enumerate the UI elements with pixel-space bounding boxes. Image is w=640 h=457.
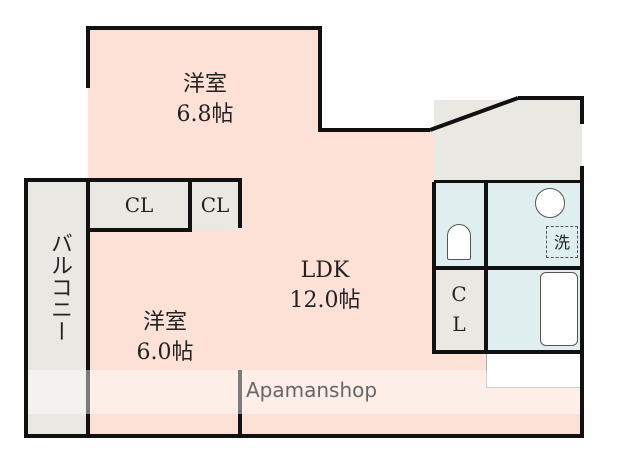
room-western-2 — [88, 230, 240, 435]
western-1-name: 洋室 — [182, 72, 227, 97]
closet-3-label-c: C — [451, 282, 467, 306]
closet-2 — [190, 182, 240, 230]
ldk-size: 12.0帖 — [289, 288, 361, 313]
western-1-size: 6.8帖 — [176, 102, 234, 127]
sink-icon — [535, 188, 565, 218]
ldk-name: LDK — [300, 258, 350, 283]
bathtub-icon — [540, 272, 578, 346]
western-2-name: 洋室 — [142, 310, 187, 335]
closet-3-label-l: L — [452, 312, 466, 336]
entrance — [434, 100, 582, 182]
closet-1 — [88, 182, 188, 230]
watermark-band — [28, 370, 580, 414]
angled-wall — [429, 96, 519, 132]
washer-space: 洗 — [546, 226, 578, 258]
toilet-icon — [447, 224, 471, 260]
closet-1-label: CL — [124, 193, 154, 217]
watermark-text: Apamanshop — [246, 378, 378, 402]
closet-3 — [434, 268, 484, 352]
balcony — [26, 182, 88, 435]
closet-2-label: CL — [200, 193, 230, 217]
western-2-size: 6.0帖 — [136, 340, 194, 365]
balcony-label: バルコニー — [47, 232, 72, 342]
